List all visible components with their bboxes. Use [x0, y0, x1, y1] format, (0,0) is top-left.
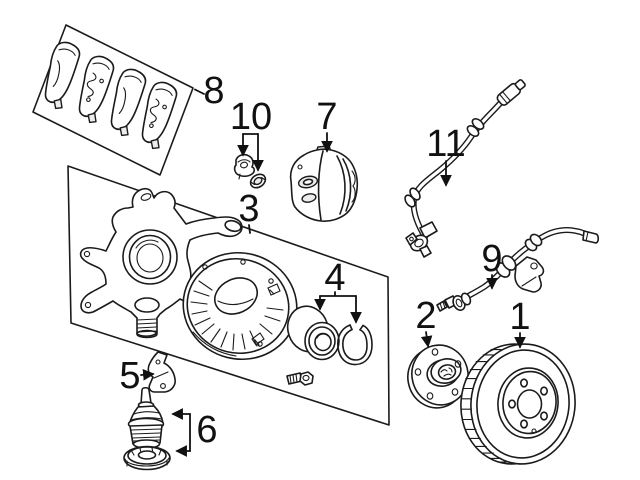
callout-1: 1: [509, 296, 531, 349]
hub-stud-holes: [414, 348, 462, 400]
callout-10-label: 10: [230, 96, 272, 138]
callout-1-label: 1: [509, 296, 530, 338]
shield-center-hole: [214, 277, 258, 315]
callout-11: 11: [426, 123, 466, 187]
brake-pad-inner-2: [141, 81, 178, 150]
abs-sensor-harness: [436, 227, 600, 312]
brake-pad-outer-1: [44, 41, 81, 110]
rotor-vent-ribs: [460, 349, 511, 463]
callout-4-label: 4: [324, 257, 345, 299]
castle-nut: [123, 445, 171, 471]
wheel-hub: [407, 344, 469, 409]
knuckle-stud-threads: [134, 297, 160, 339]
callout-7-label: 7: [316, 96, 337, 138]
callout-8: 8: [194, 70, 225, 112]
callout-3: 3: [238, 188, 260, 234]
brake-pad-inner-1: [78, 55, 115, 124]
abs-sensor-wire: [404, 79, 526, 258]
wire-connector: [496, 79, 526, 106]
retainer-clip: [233, 153, 256, 180]
harness-end-ferrule: [582, 230, 600, 244]
callout-5: 5: [119, 355, 155, 397]
callout-11-label: 11: [426, 123, 465, 165]
callout-4-bracket: [319, 291, 357, 297]
callout-3-label: 3: [238, 188, 259, 230]
grommet: [249, 173, 267, 189]
shield-screw-holes: [202, 259, 274, 347]
knuckle-bore: [122, 229, 178, 285]
callouts: 1 2 3 4 5 6 7: [119, 70, 531, 457]
brake-pad-set-box: [32, 24, 194, 176]
brake-caliper: [289, 145, 359, 222]
splash-shield: [182, 251, 298, 361]
snap-ring: [337, 323, 373, 366]
wire-sensor-head: [405, 221, 438, 258]
callout-6: 6: [171, 408, 218, 457]
callout-9-label: 9: [481, 238, 502, 280]
callout-8-leader: [194, 88, 205, 95]
brake-pad-outer-2: [110, 68, 147, 137]
callout-2-label: 2: [415, 295, 436, 337]
callout-4: 4: [314, 257, 362, 324]
callout-3-leader: [248, 224, 251, 234]
callout-6-label: 6: [196, 409, 217, 451]
callout-9: 9: [481, 238, 503, 290]
wheel-bearing: [286, 305, 340, 361]
brake-rotor: [460, 343, 576, 465]
shield-vent-slots: [190, 280, 284, 351]
sensor-bracket: [147, 351, 176, 393]
harness-bracket: [514, 256, 545, 293]
callout-7: 7: [316, 96, 338, 153]
callout-5-arrow: [140, 368, 155, 381]
harness-sensor-end: [436, 292, 472, 312]
callout-10: 10: [230, 96, 272, 172]
callout-2: 2: [415, 295, 437, 348]
rotor-lug-holes: [507, 378, 548, 434]
callout-2-arrow: [420, 331, 433, 348]
callout-8-label: 8: [203, 70, 224, 112]
hub-bolt: [286, 371, 314, 386]
callout-5-label: 5: [119, 355, 140, 397]
